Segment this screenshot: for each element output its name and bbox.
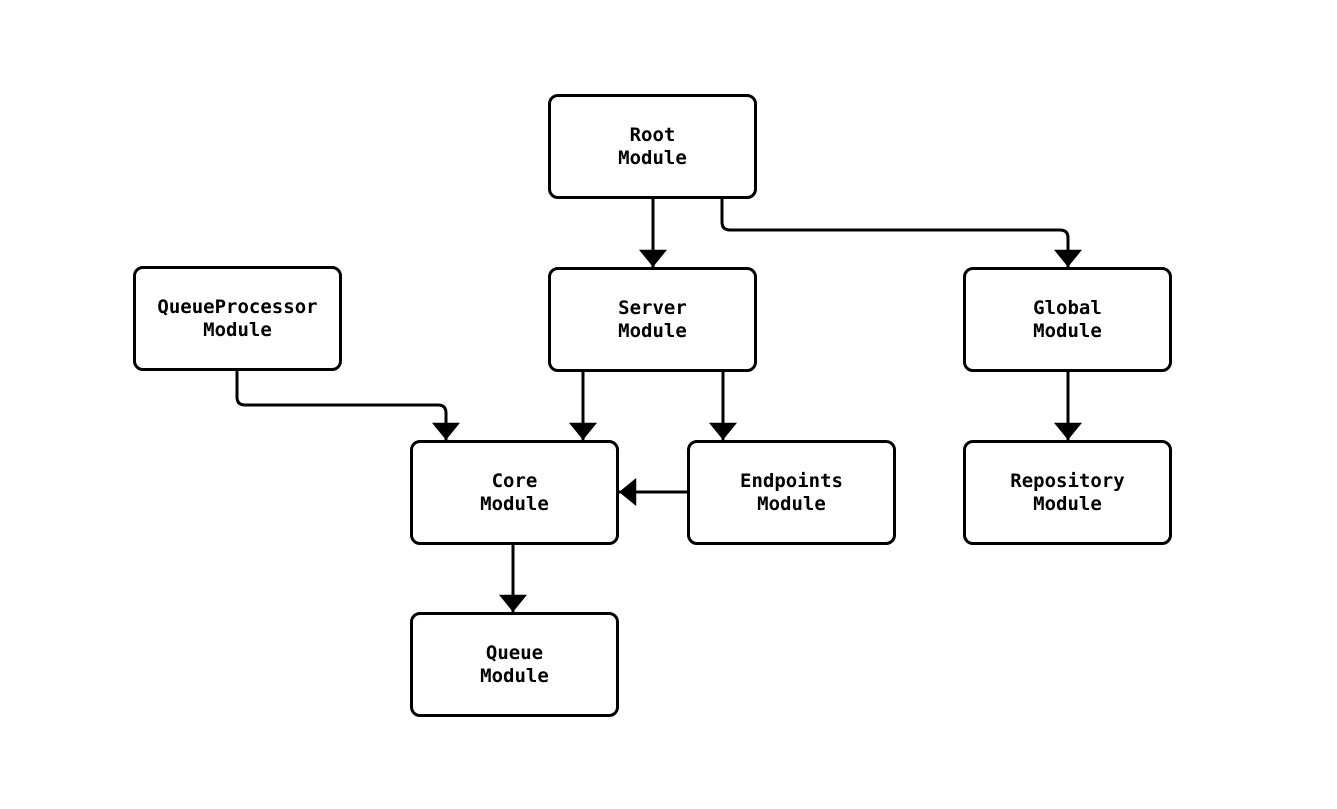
node-label-line: Server (618, 296, 687, 319)
node-queue-module: Queue Module (410, 612, 619, 717)
node-server-module: Server Module (548, 267, 757, 372)
node-label-line: Queue (485, 641, 544, 664)
node-label-line: Root (629, 123, 676, 146)
node-label-line: Module (480, 664, 549, 687)
edge-queueprocessor-to-core (235, 371, 460, 440)
node-label-line: Global (1033, 296, 1102, 319)
node-label-line: Module (203, 318, 272, 341)
edge-root-to-global (720, 199, 1082, 267)
node-root-module: Root Module (548, 94, 757, 199)
node-global-module: Global Module (963, 267, 1172, 372)
node-endpoints-module: Endpoints Module (687, 440, 896, 545)
node-label-line: Endpoints (740, 469, 843, 492)
node-label-line: Module (618, 146, 687, 169)
node-queueprocessor-module: QueueProcessor Module (133, 266, 342, 371)
node-label-line: Module (757, 492, 826, 515)
node-label-line: Module (480, 492, 549, 515)
node-label-line: Core (491, 469, 538, 492)
node-label-line: QueueProcessor (157, 295, 318, 318)
node-repository-module: Repository Module (963, 440, 1172, 545)
node-core-module: Core Module (410, 440, 619, 545)
node-label-line: Module (618, 319, 687, 342)
node-label-line: Module (1033, 492, 1102, 515)
node-label-line: Module (1033, 319, 1102, 342)
node-label-line: Repository (1010, 469, 1125, 492)
